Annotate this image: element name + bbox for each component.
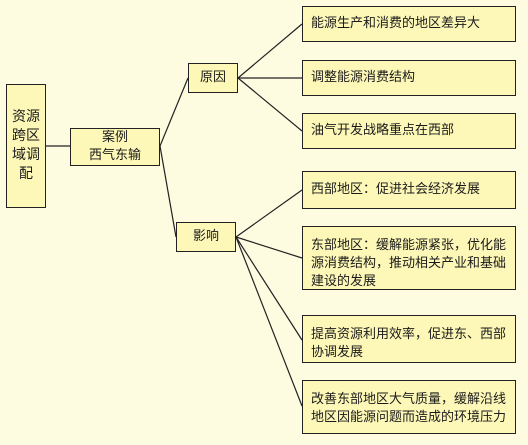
impact-item-4-text: 改善东部地区大气质量，缓解沿线地区因能源问题而造成的环境压力 — [311, 392, 507, 425]
impact-item-1: 西部地区：促进社会经济发展 — [302, 171, 516, 209]
impact-item-2-text: 东部地区：缓解能源紧张，优化能源消费结构，推动相关产业和基础建设的发展 — [311, 238, 507, 289]
root-label: 资源跨区域调配 — [12, 109, 40, 182]
reason-item-3-text: 油气开发战略重点在西部 — [311, 123, 455, 138]
reason-item-2-text: 调整能源消费结构 — [311, 70, 416, 85]
reason-item-1: 能源生产和消费的地区差异大 — [302, 6, 516, 42]
root-node: 资源跨区域调配 — [6, 84, 46, 208]
reason-node: 原因 — [188, 63, 238, 93]
case-line-2: 西气东输 — [88, 148, 141, 163]
impact-item-3: 提高资源利用效率，促进东、西部协调发展 — [302, 315, 516, 363]
impact-item-4: 改善东部地区大气质量，缓解沿线地区因能源问题而造成的环境压力 — [302, 380, 516, 434]
case-line-1: 案例 — [101, 130, 128, 145]
reason-item-1-text: 能源生产和消费的地区差异大 — [311, 16, 481, 31]
impact-label: 影响 — [192, 229, 219, 244]
impact-node: 影响 — [176, 222, 236, 252]
case-node: 案例 西气东输 — [70, 128, 160, 166]
impact-item-1-text: 西部地区：促进社会经济发展 — [311, 182, 481, 197]
impact-item-2: 东部地区：缓解能源紧张，优化能源消费结构，推动相关产业和基础建设的发展 — [302, 226, 516, 290]
reason-label: 原因 — [199, 70, 226, 85]
reason-item-2: 调整能源消费结构 — [302, 60, 516, 96]
impact-item-3-text: 提高资源利用效率，促进东、西部协调发展 — [311, 327, 507, 360]
reason-item-3: 油气开发战略重点在西部 — [302, 113, 516, 149]
